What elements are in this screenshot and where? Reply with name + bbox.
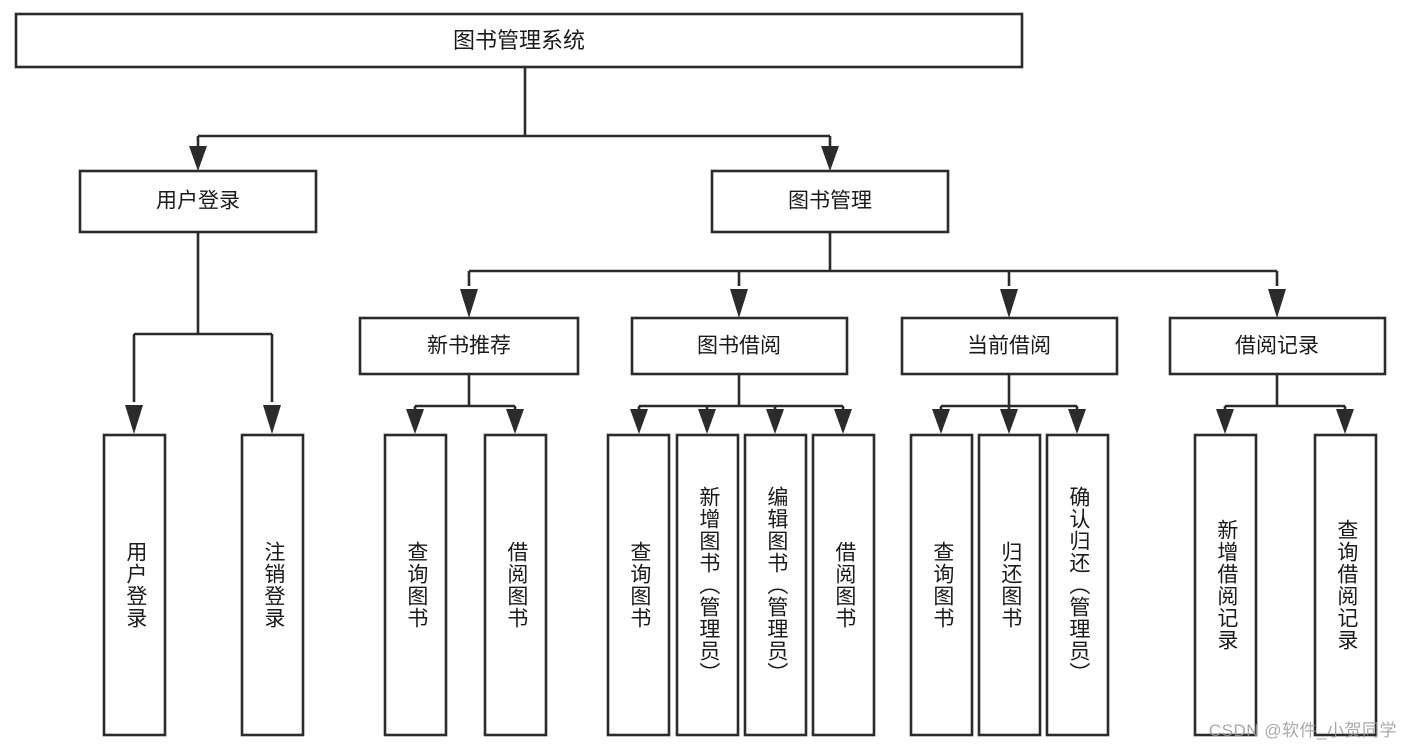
arrow-head-icon [821,146,839,171]
node-book-management-box[interactable] [710,169,950,234]
node-current-borrow[interactable]: 当前借阅 [900,316,1119,376]
node-user-login-label: 用户登录 [156,190,240,213]
connector-userlogin-to-leaves [125,232,281,434]
arrow-head-icon [766,409,784,434]
connector-borrowrecord-to-leaves [1216,374,1354,434]
arrow-head-icon [834,409,852,434]
node-borrow-record-label: 借阅记录 [1235,335,1319,358]
watermark-text: CSDN @软件_小贺同学 [1208,721,1397,740]
arrow-head-icon [506,409,524,434]
node-book-management[interactable]: 图书管理 [710,169,950,234]
node-book-borrow-box[interactable] [630,316,849,376]
node-root-book-management-system[interactable]: 图书管理系统 [14,12,1024,69]
connector-currentborrow-to-leaves [932,374,1086,434]
arrow-head-icon [932,409,950,434]
node-borrow-record-box[interactable] [1168,316,1387,376]
leaf-box-query-book-c[interactable] [909,433,974,737]
node-user-login[interactable]: 用户登录 [78,169,318,234]
arrow-head-icon [460,289,478,318]
leaf-box-logout[interactable] [240,433,305,737]
node-user-login-box[interactable] [78,169,318,234]
leaf-box-add-borrow-record[interactable] [1193,433,1258,737]
arrow-head-icon [698,409,716,434]
leaf-box-query-book-b[interactable] [606,433,671,737]
leaf-box-borrow-book-a[interactable] [483,433,548,737]
leaf-box-return-book[interactable] [977,433,1042,737]
node-new-book-recommend[interactable]: 新书推荐 [358,316,580,376]
connector-bookmgmt-to-level3 [460,232,1286,318]
arrow-head-icon [630,409,648,434]
node-book-management-label: 图书管理 [788,190,872,213]
arrow-head-icon [730,289,748,318]
connector-root-to-level2 [189,67,839,171]
leaf-box-borrow-book-b[interactable] [811,433,876,737]
node-book-borrow[interactable]: 图书借阅 [630,316,849,376]
node-root-label: 图书管理系统 [453,28,585,53]
node-book-borrow-label: 图书借阅 [697,335,781,358]
arrow-head-icon [263,405,281,434]
leaf-box-user-login[interactable] [102,433,167,737]
arrow-head-icon [1268,289,1286,318]
node-root-box[interactable] [14,12,1024,69]
leaf-box-edit-book-admin[interactable] [743,433,808,737]
arrow-head-icon [1000,289,1018,318]
node-current-borrow-label: 当前借阅 [967,335,1051,358]
arrow-head-icon [1068,409,1086,434]
leaf-box-confirm-return-admin[interactable] [1045,433,1110,737]
leaf-box-query-book-a[interactable] [383,433,448,737]
arrow-head-icon [1000,409,1018,434]
node-new-book-recommend-box[interactable] [358,316,580,376]
connector-bookborrow-to-leaves [630,374,852,434]
arrow-head-icon [406,409,424,434]
leaf-box-add-book-admin[interactable] [675,433,740,737]
arrow-head-icon [189,146,207,171]
node-borrow-record[interactable]: 借阅记录 [1168,316,1387,376]
node-current-borrow-box[interactable] [900,316,1119,376]
arrow-head-icon [1216,409,1234,434]
connector-newbook-to-leaves [406,374,524,434]
leaf-box-query-borrow-record[interactable] [1313,433,1378,737]
arrow-head-icon [125,405,143,434]
arrow-head-icon [1336,409,1354,434]
node-new-book-recommend-label: 新书推荐 [427,335,511,358]
